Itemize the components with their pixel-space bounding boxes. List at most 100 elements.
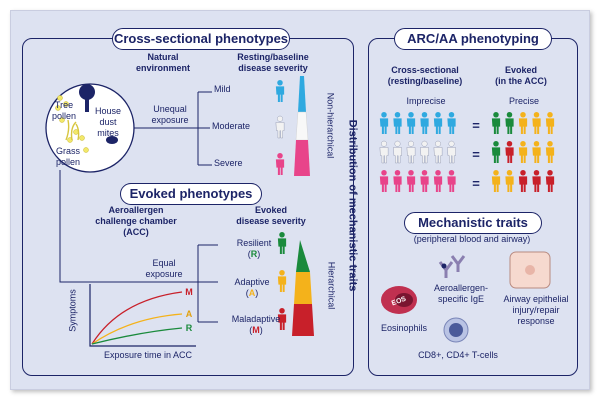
- imprecise-person-icon: [433, 140, 443, 164]
- tree-pollen-icon: [79, 84, 95, 100]
- imprecise-person-icon: [420, 112, 429, 134]
- unequal-exposure-label: Unequal exposure: [151, 104, 189, 125]
- ige-label: Aeroallergen- specific IgE: [433, 283, 489, 304]
- pollen-grain-icon: [79, 135, 85, 141]
- precise-person-icon: [532, 141, 541, 163]
- pollen-grain-icon: [83, 147, 89, 153]
- graph-ylabel: Symptoms: [67, 289, 78, 332]
- precise-person-icon: [545, 112, 555, 134]
- graph-xlabel: Exposure time in ACC: [103, 350, 193, 360]
- resilient-code: R: [250, 249, 258, 259]
- airway-cell-nucleus: [525, 265, 535, 275]
- resilient-label: Resilient(R): [236, 238, 272, 259]
- precise-person-icon: [505, 112, 514, 134]
- tree-trunk-icon: [85, 94, 89, 112]
- hier-bar-green: [296, 240, 310, 272]
- maladaptive-label: Maladaptive(M): [231, 314, 281, 335]
- grass-icon: [65, 119, 80, 141]
- nonhier-bar-blue: [298, 76, 306, 112]
- tcells-label: CD8+, CD4+ T-cells: [418, 350, 498, 360]
- natural-environment-label: Natural environment: [135, 52, 190, 73]
- house-dust-mites-label: House dust mites: [94, 106, 121, 138]
- severity-moderate: Moderate: [212, 121, 251, 131]
- equals-1: =: [472, 118, 480, 133]
- adaptive-name: Adaptive: [234, 277, 270, 287]
- baseline-severity-header: Resting/baseline disease severity: [237, 52, 309, 73]
- precise-person-icon: [518, 141, 528, 163]
- maladaptive-name: Maladaptive: [231, 314, 281, 324]
- evoked-severity-header: Evoked disease severity: [236, 205, 306, 226]
- ige-dot: [441, 263, 447, 269]
- equals-3: =: [472, 176, 480, 191]
- hier-bar-yellow: [294, 272, 312, 304]
- distribution-label: Distribution of mechanistic traits: [346, 119, 359, 292]
- pollen-grain-icon: [63, 101, 69, 107]
- maladaptive-code: M: [252, 325, 260, 335]
- precise-person-icon: [491, 141, 501, 163]
- precise-person-icon: [505, 170, 514, 192]
- precise-label: Precise: [508, 96, 539, 106]
- acc-label: Aeroallergen challenge chamber (ACC): [95, 205, 177, 237]
- t-cell-nucleus: [449, 323, 463, 337]
- evoked-branch-lines: [197, 244, 218, 323]
- curve-label-r: R: [185, 323, 193, 333]
- graph-axes: [89, 284, 196, 347]
- severity-severe: Severe: [214, 158, 243, 168]
- precise-person-icon: [491, 112, 501, 134]
- airway-label: Airway epithelial injury/repair response: [503, 294, 569, 326]
- imprecise-person-icon: [406, 170, 416, 192]
- adaptive-label: Adaptive(A): [234, 277, 270, 298]
- evoked-title: Evoked phenotypes: [120, 183, 262, 205]
- person-mild-icon: [275, 80, 285, 102]
- nonhier-bar-white: [295, 111, 309, 141]
- imprecise-person-icon: [406, 112, 416, 134]
- person-severe-icon: [275, 153, 285, 175]
- severity-mild: Mild: [214, 84, 231, 94]
- precise-person-icon: [491, 170, 501, 192]
- severity-branch-lines: [197, 91, 212, 166]
- tree-pollen-label: Tree pollen: [51, 100, 77, 121]
- imprecise-person-icon: [433, 170, 443, 192]
- ige-antibody-icon: [438, 255, 466, 278]
- imprecise-person-icon: [379, 140, 389, 164]
- imprecise-person-icon: [393, 170, 402, 192]
- evoked-header: Evoked (in the ACC): [495, 65, 547, 86]
- imprecise-person-icon: [420, 140, 429, 164]
- hierarchical-label: Hierarchical: [326, 261, 337, 310]
- precise-person-icon: [545, 170, 555, 192]
- equal-exposure-line: [59, 170, 198, 283]
- curve-label-m: M: [185, 287, 193, 297]
- mechanistic-traits-title: Mechanistic traits: [404, 212, 542, 234]
- imprecise-person-icon: [393, 140, 402, 164]
- non-hierarchical-label: Non-hierarchical: [325, 92, 336, 159]
- precise-person-icon: [545, 141, 555, 163]
- curve-label-a: A: [185, 309, 193, 319]
- imprecise-person-icon: [447, 140, 456, 164]
- dust-mite-icon: [106, 136, 118, 144]
- pollen-grain-icon: [55, 105, 61, 111]
- imprecise-person-icon: [393, 112, 402, 134]
- imprecise-person-icon: [379, 170, 389, 192]
- eosinophils-label: Eosinophils: [380, 323, 428, 333]
- person-maladaptive-icon: [277, 308, 287, 330]
- equal-exposure-label: Equal exposure: [145, 258, 183, 279]
- precise-person-icon: [518, 112, 528, 134]
- imprecise-label: Imprecise: [406, 96, 446, 106]
- cross-sectional-title: Cross-sectional phenotypes: [112, 28, 290, 50]
- imprecise-person-icon: [420, 170, 429, 192]
- cross-sectional-header: Cross-sectional (resting/baseline): [387, 65, 463, 86]
- imprecise-person-icon: [447, 170, 456, 192]
- precise-person-icon: [532, 170, 541, 192]
- grass-pollen-label: Grass pollen: [55, 146, 81, 167]
- eosinophil-nucleus: [395, 293, 413, 307]
- imprecise-person-icon: [406, 140, 416, 164]
- precise-person-icon: [505, 141, 514, 163]
- curve-m: [91, 291, 183, 345]
- person-adaptive-icon: [277, 270, 287, 292]
- hier-bar-red: [292, 304, 314, 336]
- precise-person-icon: [518, 170, 528, 192]
- arc-title: ARC/AA phenotyping: [394, 28, 552, 50]
- imprecise-person-icon: [447, 112, 456, 134]
- imprecise-person-icon: [433, 112, 443, 134]
